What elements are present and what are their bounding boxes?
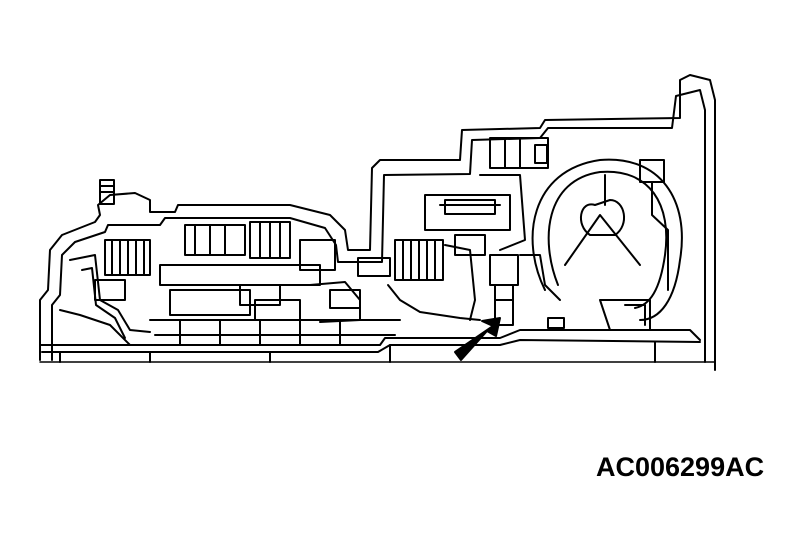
pointer-arrow bbox=[454, 317, 501, 361]
converter-housing bbox=[531, 158, 683, 331]
main-shaft-line bbox=[39, 329, 701, 346]
case-inner-outline bbox=[51, 89, 706, 363]
center-gearsets bbox=[149, 221, 401, 346]
right-clutch-pack bbox=[387, 234, 486, 321]
reference-code: AC006299AC bbox=[596, 452, 765, 482]
piston-assembly bbox=[489, 254, 561, 326]
main-shaft-line-lower bbox=[41, 339, 701, 353]
left-clutch-pack bbox=[59, 239, 151, 346]
case-outline bbox=[39, 74, 716, 371]
valve-body bbox=[424, 137, 549, 251]
